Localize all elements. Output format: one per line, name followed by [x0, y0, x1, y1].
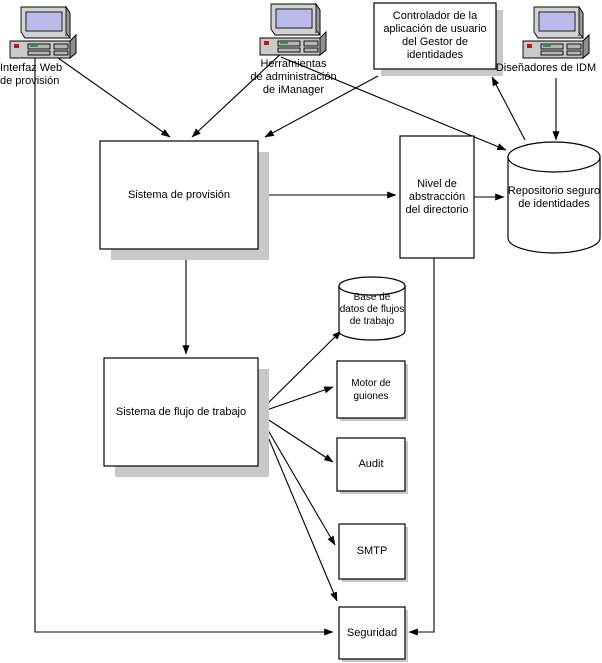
box-workflow-system[interactable] [103, 357, 259, 467]
label-script-engine: Motor de guiones [351, 377, 391, 402]
connector-workflow-to-security [257, 412, 338, 602]
cylinder-workflow-database[interactable] [338, 276, 406, 341]
box-smtp[interactable] [338, 523, 406, 580]
connector-abstraction-to-security [408, 258, 435, 636]
box-idm-user-app-controller[interactable] [373, 2, 497, 70]
label-audit: Audit [358, 458, 384, 470]
computer-icon-idm-designers[interactable] [521, 5, 591, 60]
box-security[interactable] [338, 606, 406, 660]
connector-web-to-security [34, 48, 334, 636]
label-workflow-database: Base de datos de flujos de trabajo [339, 292, 405, 327]
connector-identity-vault-to-controller [491, 76, 526, 141]
box-directory-abstraction-layer[interactable] [399, 135, 475, 259]
label-smtp: SMTP [356, 545, 388, 557]
label-identity-vault: Repositorio seguro de identidades [507, 184, 601, 210]
connector-workflow-to-script-engine [257, 386, 334, 414]
label-imanager-tools: Herramientas de administración de iManag… [250, 58, 337, 96]
cylinder-identity-vault[interactable] [507, 141, 601, 254]
connector-web-to-provisioning [43, 47, 171, 138]
box-group [99, 2, 497, 660]
connector-imanager-to-identity-vault [280, 56, 507, 151]
box-script-engine[interactable] [336, 360, 406, 419]
box-provisioning-system[interactable] [99, 140, 259, 250]
label-workflow-system: Sistema de flujo de trabajo [115, 405, 247, 418]
label-idm-user-app-controller: Controlador de la aplicación de usuario … [383, 10, 487, 61]
label-web-interface: Interfaz Web de provisión [0, 62, 63, 87]
connector-workflow-to-smtp [257, 412, 336, 546]
connector-imanager-to-provisioning [191, 49, 286, 138]
connector-workflow-to-audit [257, 412, 334, 463]
computer-icon-imanager-tools[interactable] [258, 2, 328, 57]
connector-workflow-to-database [257, 330, 342, 414]
connector-controller-to-provisioning [264, 75, 379, 138]
computer-icon-web-interface[interactable] [8, 5, 78, 60]
shadow-group [111, 10, 503, 662]
label-directory-abstraction-layer: Nivel de abstracción del directorio [405, 177, 469, 216]
label-provisioning-system: Sistema de provisión [127, 188, 231, 201]
label-security: Seguridad [346, 626, 398, 639]
box-audit[interactable] [336, 437, 406, 492]
label-idm-designers: Diseñadores de IDM [495, 62, 597, 74]
